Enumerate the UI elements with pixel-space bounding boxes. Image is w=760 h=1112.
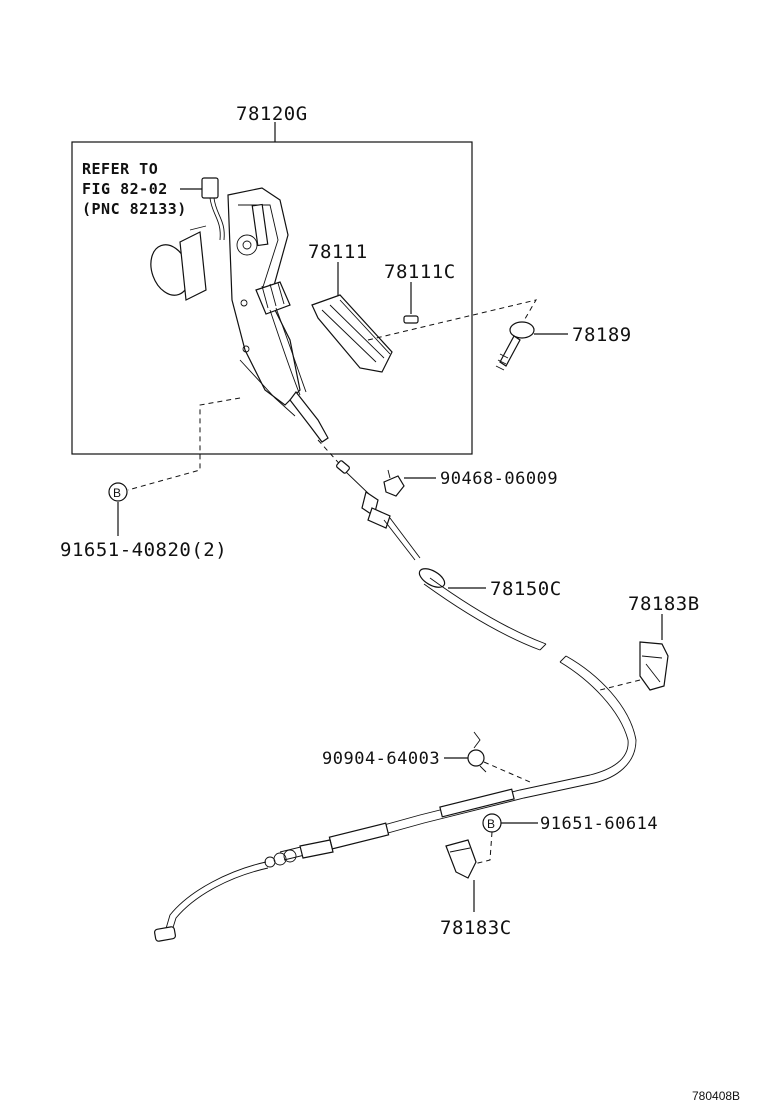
figure-code: 780408B xyxy=(692,1089,740,1103)
pedal-pad-drawing xyxy=(311,294,393,373)
part-label-90468-06009[interactable]: 90468-06009 xyxy=(440,469,558,489)
part-label-78111C[interactable]: 78111C xyxy=(384,261,456,283)
part-label-78183C[interactable]: 78183C xyxy=(440,917,512,939)
part-label-91651-40820[interactable]: 91651-40820(2) xyxy=(60,539,227,561)
stopper-drawing xyxy=(403,315,419,324)
accelerator-cable-drawing xyxy=(336,460,547,651)
clip-drawing xyxy=(383,469,405,497)
part-label-78189[interactable]: 78189 xyxy=(572,324,632,346)
part-label-91651-60614[interactable]: 91651-60614 xyxy=(540,814,658,834)
part-label-90904-64003[interactable]: 90904-64003 xyxy=(322,749,440,769)
lower-cable-drawing xyxy=(153,655,637,942)
bracket-78183C-drawing xyxy=(445,839,477,879)
bracket-78183B-drawing xyxy=(639,641,669,691)
part-label-78111[interactable]: 78111 xyxy=(308,241,368,263)
bolt-marker-letter-left: B xyxy=(113,486,121,500)
refer-note-line1: REFER TO xyxy=(82,160,158,178)
part-label-78183B[interactable]: 78183B xyxy=(628,593,700,615)
sensor-connector-drawing xyxy=(150,177,225,301)
assembly-box xyxy=(71,141,473,455)
bolt-drawing xyxy=(495,321,535,371)
part-label-78150C[interactable]: 78150C xyxy=(490,578,562,600)
clamp-drawing xyxy=(467,731,487,773)
pedal-bracket-drawing xyxy=(227,187,329,443)
bolt-marker-letter-right: B xyxy=(487,817,495,831)
assembly-label[interactable]: 78120G xyxy=(236,103,308,125)
bolt-marker-b-left[interactable] xyxy=(108,482,128,502)
refer-note-line3: (PNC 82133) xyxy=(82,200,187,218)
refer-note-line2[interactable]: FIG 82-02 xyxy=(82,180,168,198)
